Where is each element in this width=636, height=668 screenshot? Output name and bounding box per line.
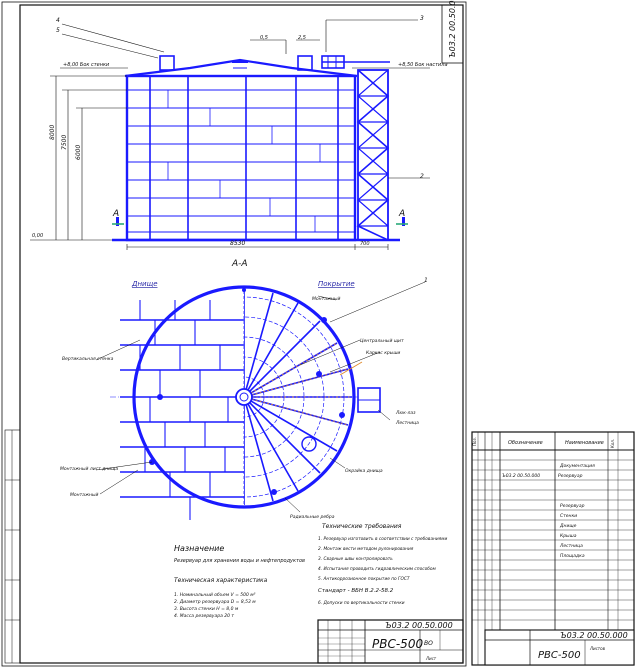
purpose-title: Назначение [174,544,224,553]
spec-item-5: Лестница [559,543,583,549]
tank-wall [132,285,356,509]
req-item-4: 4. Испытания проводить гидравлическим сп… [318,566,436,572]
title-suffix: ВО [424,640,433,647]
spec-item-2: Стенки [560,513,577,519]
spec-h-qty: Кол. [610,439,615,448]
spec-title-sheets: Листов [589,646,606,651]
central-ring [235,388,253,406]
plan-right-title: Покрытие [318,280,355,288]
spec-row1-name: Резервуар [558,473,583,479]
req-item-6: Стандарт - ВБН В.2.2-58.2 [318,588,394,594]
dim-stair: 700 [360,241,370,247]
title-sheet: Лист [425,656,437,661]
tech-item-4: 4. Масса резервуара 20 т [174,613,234,619]
title-block [317,619,464,664]
spec-title-code: Ъ03.2 00.50.000 [560,631,628,640]
elevation-mountings [116,217,405,226]
spec-h-pos: Поз. [472,437,477,446]
req-item-5: 5. Антикоррозионное покрытие по ГОСТ [318,576,410,582]
cut-marker-right: A [398,209,405,219]
callout-5: 5 [56,27,60,34]
rotated-code: Ъ03.2 00.50.000 [448,0,457,58]
req-item-1: 1. Резервуар изготовить в соответствии с… [318,536,448,542]
dim-base: 0,00 [32,233,43,239]
roof-hatch-circle [301,436,317,452]
spec-title-name: РВС-500 [538,650,581,661]
spec-frame [471,431,635,666]
dim-d1: 0,5 [260,35,268,41]
level-left: +8,00 Бок стенки [63,62,110,68]
spec-section: Документация [559,463,595,469]
req-item-7: 6. Допуски по вертикальности стенки [318,600,405,606]
label-central-plate: Центральный щит [360,338,404,344]
req-title: Технические требования [322,523,402,530]
spec-item-3: Днище [559,523,577,529]
central-inner [239,392,249,402]
dim-h2: 7500 [61,135,68,150]
spec-h-name: Наименование [565,440,604,446]
dim-diameter: 8530 [230,240,245,247]
label-bottom-plate: Монтажный лист днища [60,466,118,472]
tech-title: Техническая характеристика [174,577,268,584]
label-manhole-roof: Монтажный [312,296,341,302]
plan-left-title: Днище [131,280,158,288]
req-item-2: 2. Монтаж вести методом рулонирования [318,546,414,552]
label-stair: Лестница [395,420,419,426]
title-code: Ъ03.2 00.50.000 [385,621,453,630]
req-item-3: 3. Сварные швы контролировать [318,556,393,562]
callout-2: 2 [420,173,424,180]
spec-item-6: Площадка [560,553,585,559]
callout-4: 4 [56,17,60,24]
label-boundary: Окрайка днища [345,468,383,474]
title-name: РВС-500 [372,637,423,651]
label-manhole-bottom: Монтажный [70,492,99,498]
section-label: A-A [231,259,248,269]
cut-marker-left: A [112,209,119,219]
plan-leaders [95,281,426,513]
dim-h3: 6000 [75,145,82,160]
label-radial-ribs: Радиальные ребра [290,514,335,520]
label-roof-frame: Каркас крыши [366,350,400,356]
tech-item-1: 1. Номинальный объем V = 500 м³ [174,592,256,598]
elevation-view [112,55,400,242]
tech-item-2: 2. Диаметр резервуара D = 8,53 м [174,599,256,605]
callout-1: 1 [424,277,428,284]
label-vertical-wall: Вертикальная стенка [62,356,114,362]
dim-d2: 2,5 [298,35,306,41]
tech-item-3: 3. Высота стенки H = 8,0 м [174,606,239,612]
dim-height: 8000 [49,125,56,140]
spec-item-4: Крыша [560,533,577,539]
level-right: +8,50 Бок настила [398,62,448,68]
spec-row1-code: Ъ03.2 00.50.000 [502,473,540,479]
spec-item-1: Резервуар [560,503,585,509]
label-roof-hatch: Люк-лаз [395,410,416,416]
sheet-frame [1,1,467,667]
callout-3: 3 [420,15,424,22]
purpose-text: Резервуар для хранения воды и нефтепроду… [174,558,305,564]
spec-h-code: Обозначение [508,440,543,446]
dimension-lines [30,19,430,250]
